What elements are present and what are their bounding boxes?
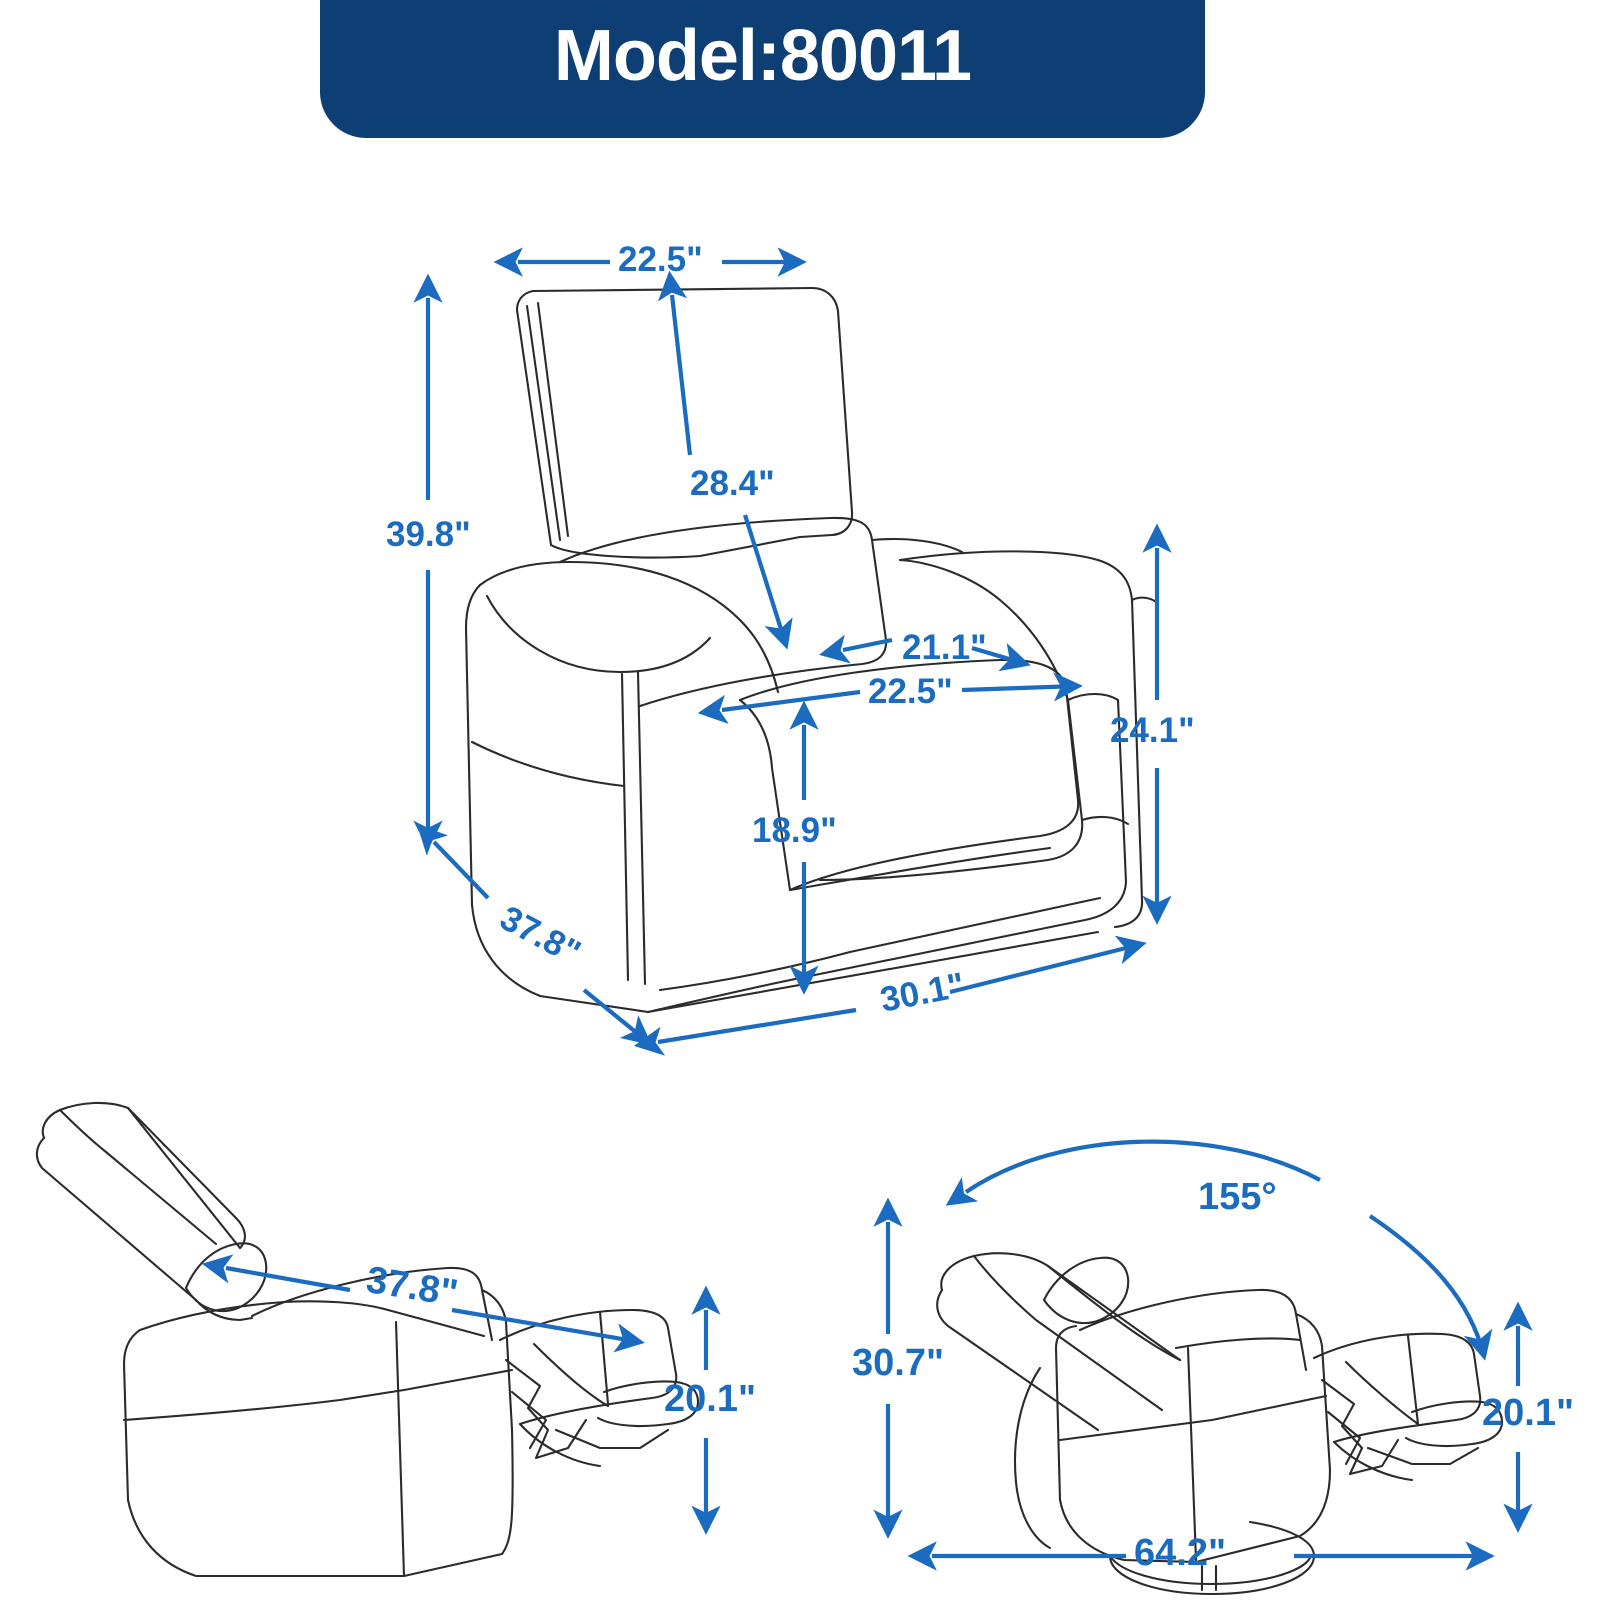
dimension-label-overall-height: 39.8" (386, 515, 471, 554)
dimension-label-seat-height: 18.9" (752, 811, 837, 850)
dimension-label-back-height: 28.4" (690, 464, 775, 503)
dimension-label-arm-height: 24.1" (1110, 711, 1195, 750)
full-recline-chair-outline (936, 1252, 1504, 1596)
dimension-label-recline-angle: 155° (1198, 1176, 1277, 1218)
main-view-dimension-lines (413, 247, 1172, 1056)
model-banner: Model:80011 (320, 0, 1205, 138)
reclined-side-dimension-lines (201, 1254, 721, 1535)
dimension-label-reclined-height: 30.7" (852, 1342, 944, 1384)
model-title: Model:80011 (553, 16, 972, 96)
dimension-label-reclined-overall-length: 64.2" (1134, 1532, 1226, 1574)
dimension-label-seat-width: 22.5" (868, 672, 953, 711)
dimension-label-back-width: 22.5" (618, 240, 703, 279)
dimension-label-footrest-height-recline: 20.1" (1482, 1392, 1574, 1434)
reclined-side-chair-outline (35, 1101, 700, 1578)
dimension-label-footrest-height-side: 20.1" (664, 1378, 756, 1420)
dimension-label-seat-depth: 21.1" (902, 628, 987, 667)
main-chair-outline (464, 286, 1160, 1014)
full-recline-dimension-lines (873, 1139, 1533, 1571)
